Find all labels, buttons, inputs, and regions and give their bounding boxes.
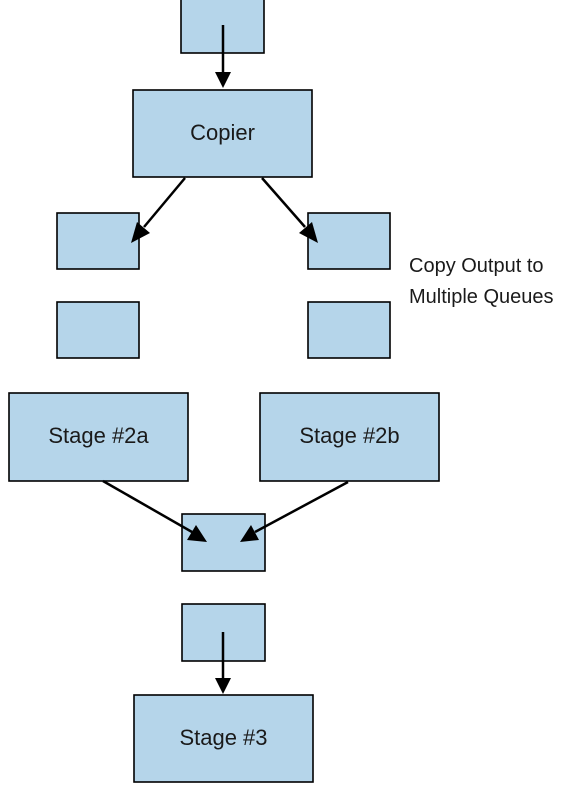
stage-2a-box <box>8 392 189 482</box>
arrowhead-stage-2a-to-merge <box>187 525 207 542</box>
merge-queue <box>181 513 266 572</box>
arrow-stage-2a-to-merge <box>102 479 193 534</box>
queue-left-top <box>56 212 140 270</box>
stage-2b-label: Stage #2b <box>299 423 399 448</box>
arrow-copier-to-left-queue <box>143 177 186 228</box>
stage-3-label: Stage #3 <box>179 725 267 750</box>
stage-2b-box <box>259 392 440 482</box>
arrow-stage-2b-to-merge <box>254 480 349 534</box>
queue-right-top <box>307 212 391 270</box>
copier-box <box>132 89 313 178</box>
stage-2a-label: Stage #2a <box>48 423 149 448</box>
queue-left-bottom <box>56 301 140 359</box>
arrowhead-stage-2b-to-merge <box>240 525 259 542</box>
arrowhead-input-to-copier <box>215 72 231 88</box>
queue-right-bottom <box>307 301 391 359</box>
arrowhead-queue-to-stage-3 <box>215 678 231 694</box>
arrowhead-copier-to-right-queue <box>299 222 318 243</box>
stage-3-box <box>133 694 314 783</box>
arrow-copier-to-right-queue <box>261 177 306 228</box>
arrowhead-copier-to-left-queue <box>131 222 150 243</box>
copier-label: Copier <box>190 120 255 145</box>
copy-output-note-line1: Copy Output to <box>409 255 544 277</box>
copy-output-note-line2: Multiple Queues <box>409 286 554 308</box>
